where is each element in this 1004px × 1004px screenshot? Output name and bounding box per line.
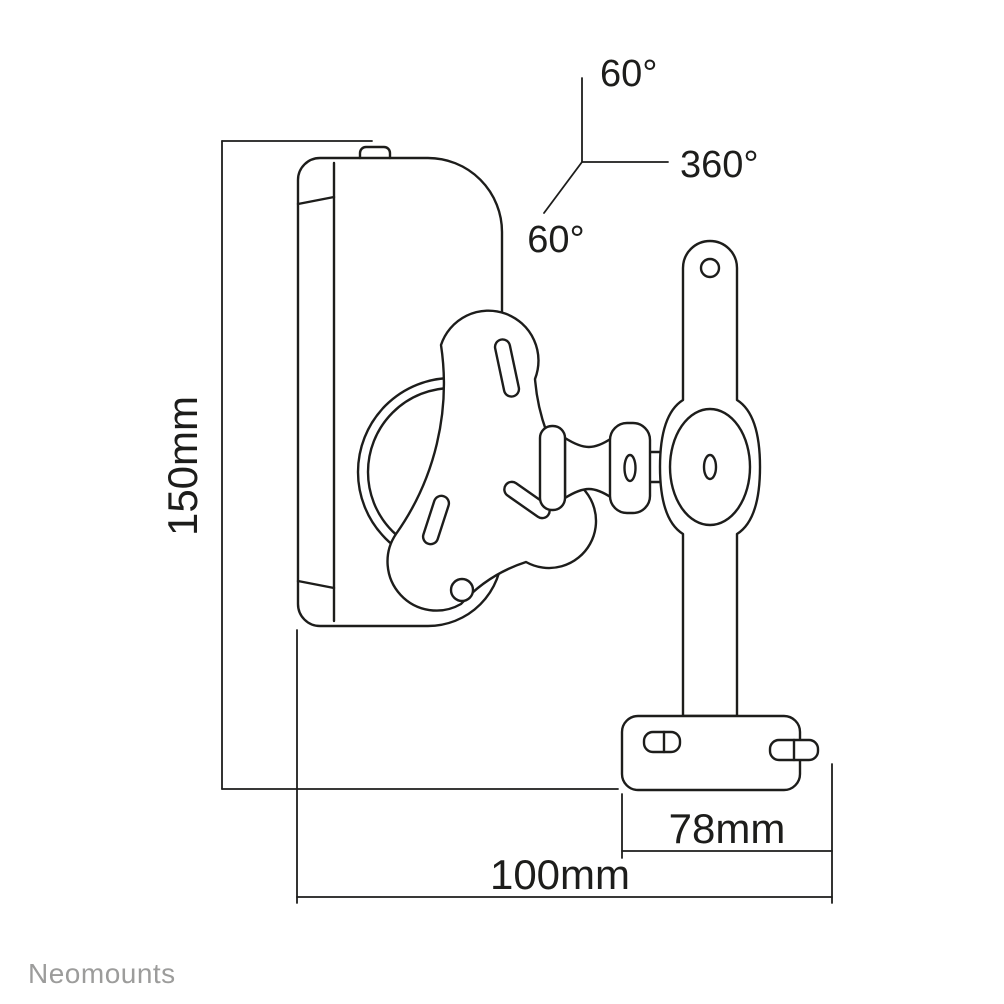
bracket-plate-inner-line — [668, 407, 752, 527]
clamp-arm — [538, 421, 652, 515]
tilt-up-angle-label: 60° — [600, 53, 657, 95]
mounting-peg-left — [642, 730, 682, 754]
knob-grip-slot-left — [421, 494, 451, 546]
knob-grip-slot-top — [493, 338, 521, 398]
bracket-top-screw-hole — [699, 257, 721, 279]
brand-logo: Neomounts — [28, 958, 176, 989]
mount-line-art — [296, 145, 820, 792]
clamp-arm-right-cap — [608, 421, 652, 515]
knob-grip-slot-right — [503, 480, 551, 520]
clamp-knob — [386, 309, 598, 612]
clamp-arm-left-cap — [538, 424, 567, 512]
bracket-center-hole — [702, 453, 718, 481]
wall-bracket — [658, 239, 762, 718]
knob-pivot-hole — [449, 577, 475, 603]
tilt-down-angle-label: 60° — [527, 219, 584, 261]
dimension-lines — [221, 77, 833, 904]
speaker-top-button — [358, 145, 392, 160]
width-dimension-label: 100mm — [490, 851, 630, 898]
height-dimension-label: 150mm — [159, 396, 206, 536]
clamp-arm-slot-hole — [623, 453, 637, 483]
bracket-dimension-label: 78mm — [669, 805, 786, 852]
clamp-arm-waist — [563, 436, 614, 500]
swivel-angle-label: 360° — [680, 144, 759, 186]
drawing-labels: 150mm 100mm 78mm 60° 360° 60° — [159, 53, 785, 898]
speaker-panel-mark-bottom — [296, 579, 336, 590]
wall-base-plate — [620, 714, 820, 792]
angle-line-diagonal — [543, 161, 583, 214]
speaker-panel-mark-top — [296, 195, 336, 206]
